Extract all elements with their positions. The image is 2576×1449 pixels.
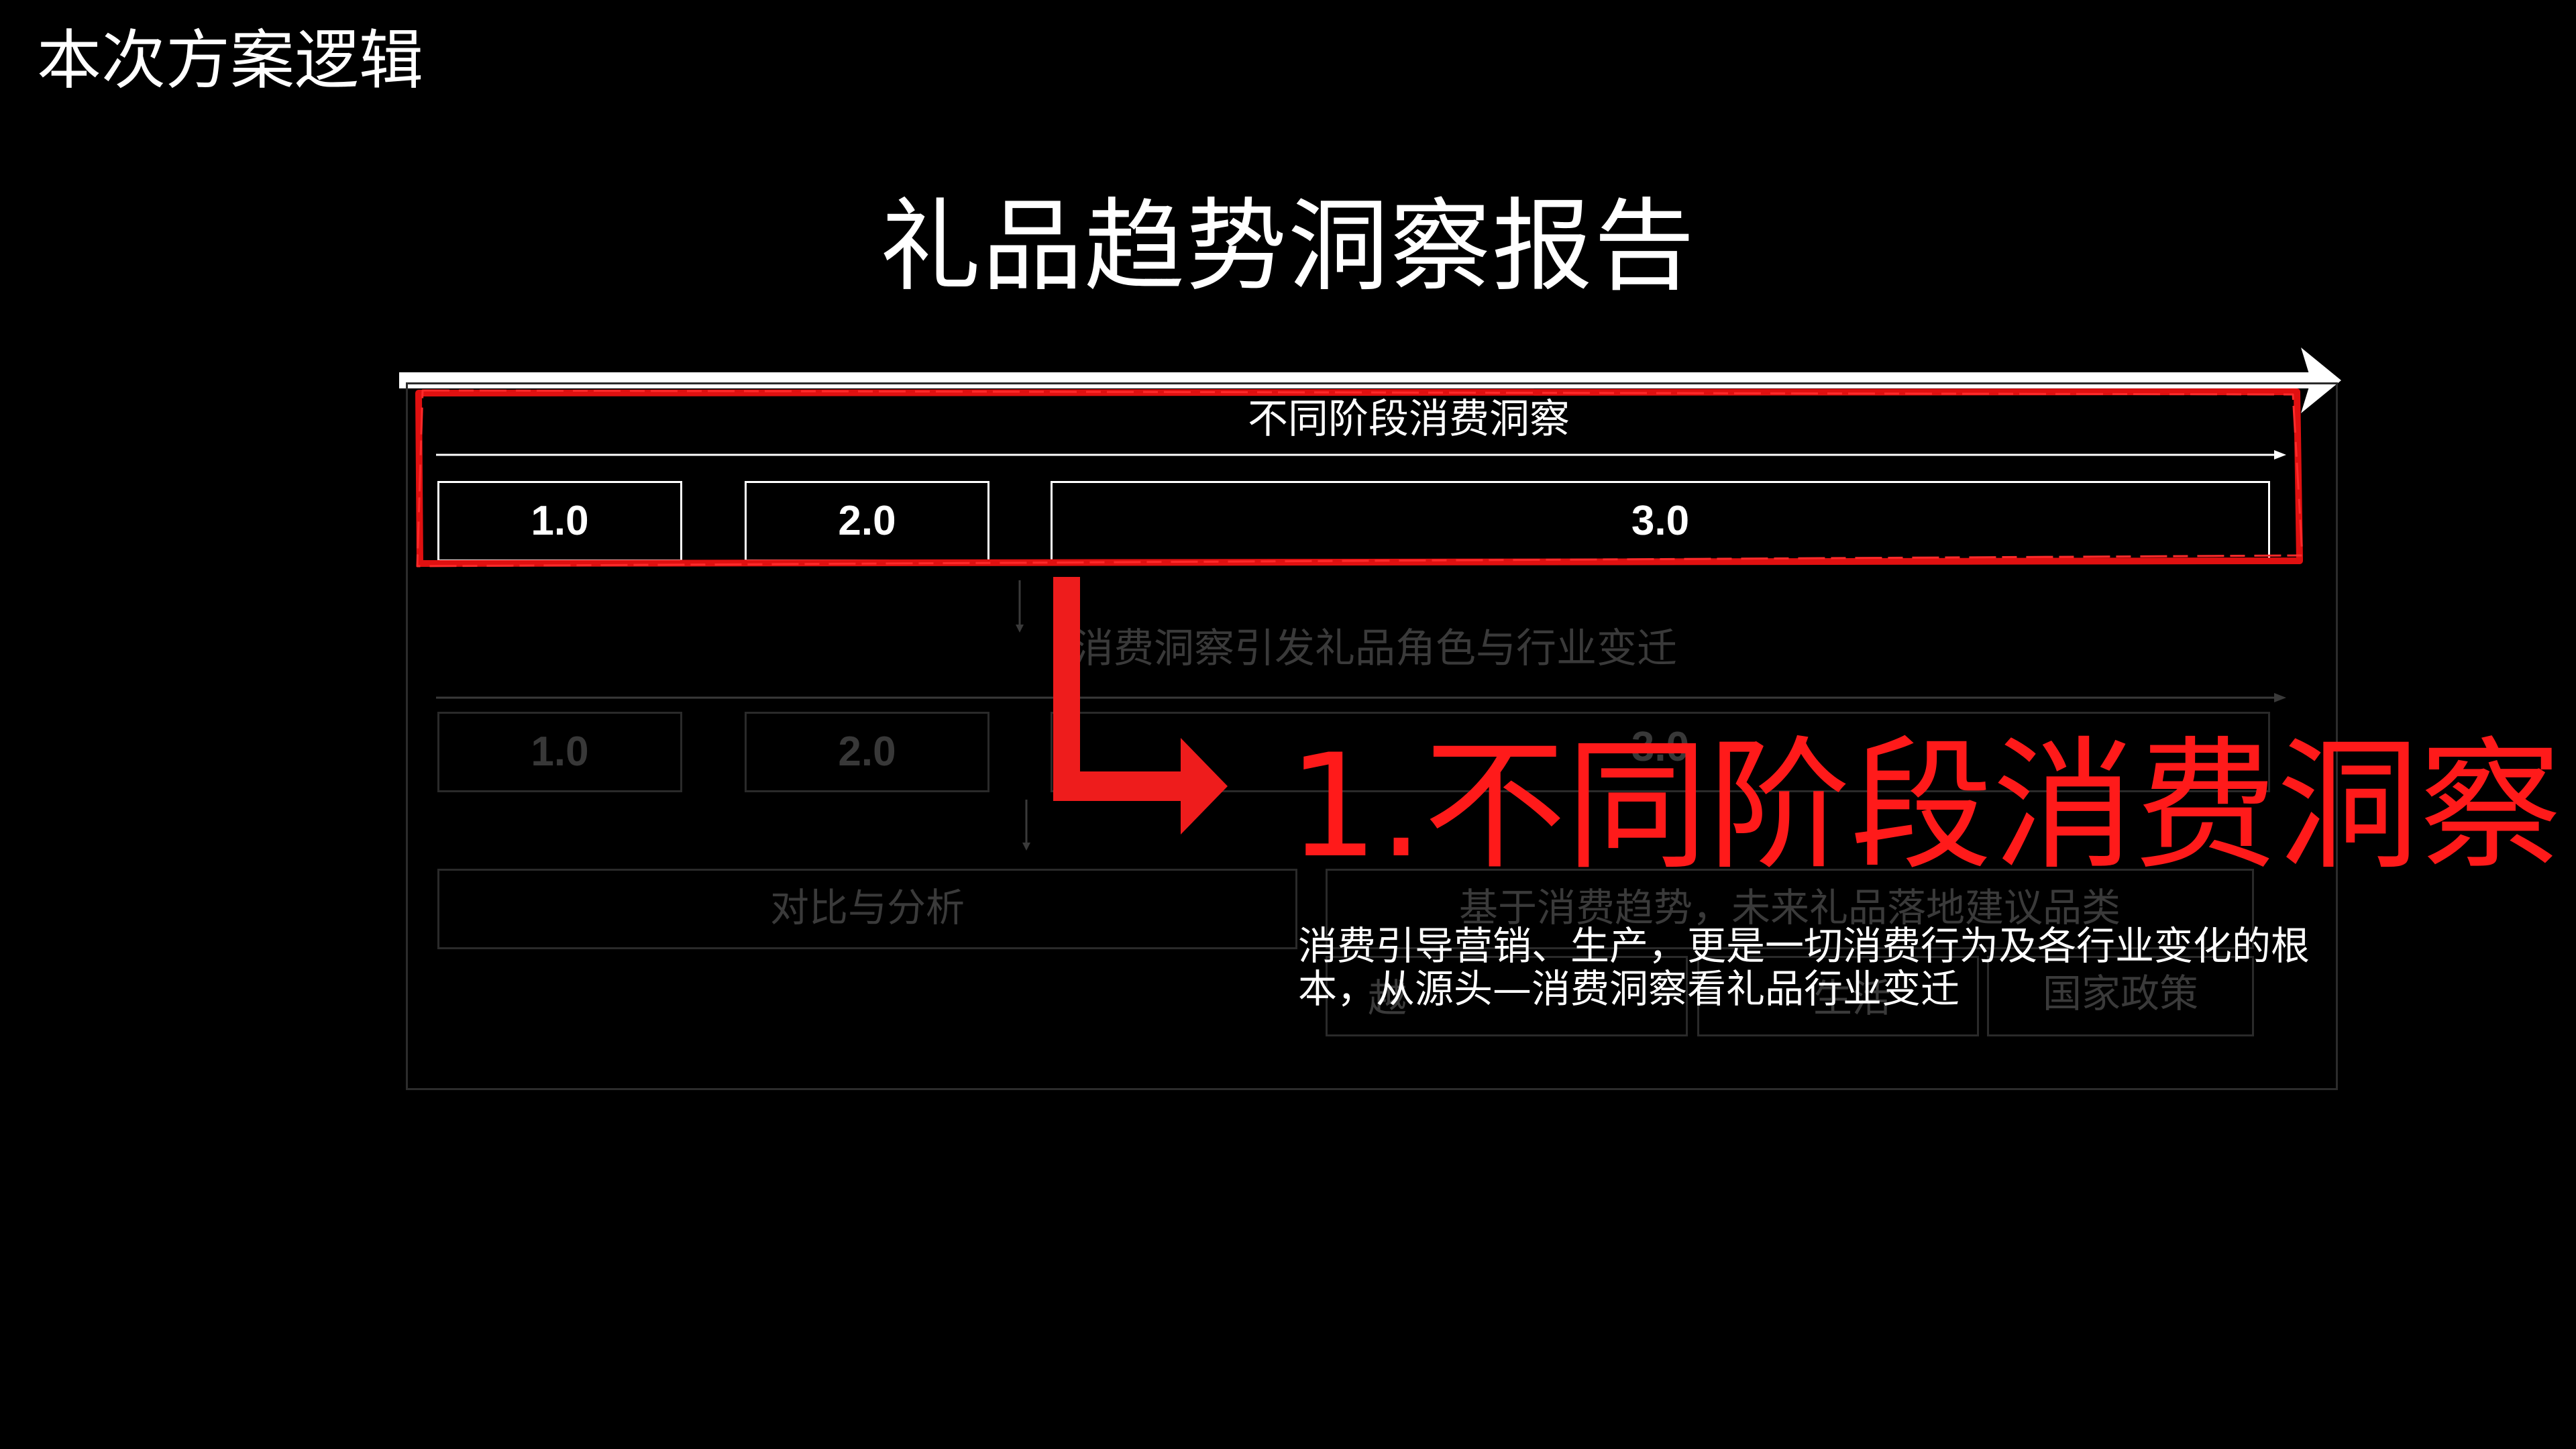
callout-title: 1.不同阶段消费洞察 (1288, 723, 2562, 889)
report-title: 礼品趋势洞察报告 (879, 189, 1696, 305)
row2-stage-1: 1.0 (437, 712, 682, 792)
callout-description: 消费引导营销、生产，更是一切消费行为及各行业变化的根本，从源头—消费洞察看礼品行… (1298, 923, 2310, 1012)
timeline-arrow-icon (399, 347, 2341, 413)
row3-sub-box-2: 生活 (1697, 956, 1979, 1036)
row2-stage-2: 2.0 (745, 712, 989, 792)
diagram-frame (406, 382, 2338, 1090)
row1-arrow-icon (436, 450, 2286, 460)
slide-heading: 本次方案逻辑 (37, 23, 423, 98)
row2-arrow-icon (436, 693, 2286, 702)
row3-sub-box-1: 越 (1326, 956, 1688, 1036)
connector-arrow-icon-2 (1022, 800, 1030, 851)
row3-left-box: 对比与分析 (437, 869, 1297, 949)
row1-title: 不同阶段消费洞察 (1248, 396, 1570, 443)
highlight-frame (415, 388, 2304, 568)
row2-stage-3: 3.0 (1051, 712, 2270, 792)
row2-title: 消费洞察引发礼品角色与行业变迁 (1073, 625, 1677, 672)
connector-arrow-icon (1016, 580, 1024, 633)
row3-right-box: 基于消费趋势，未来礼品落地建议品类 (1326, 869, 2254, 949)
red-elbow-arrow-icon (1053, 577, 1228, 835)
row3-sub-box-3: 国家政策 (1987, 956, 2254, 1036)
